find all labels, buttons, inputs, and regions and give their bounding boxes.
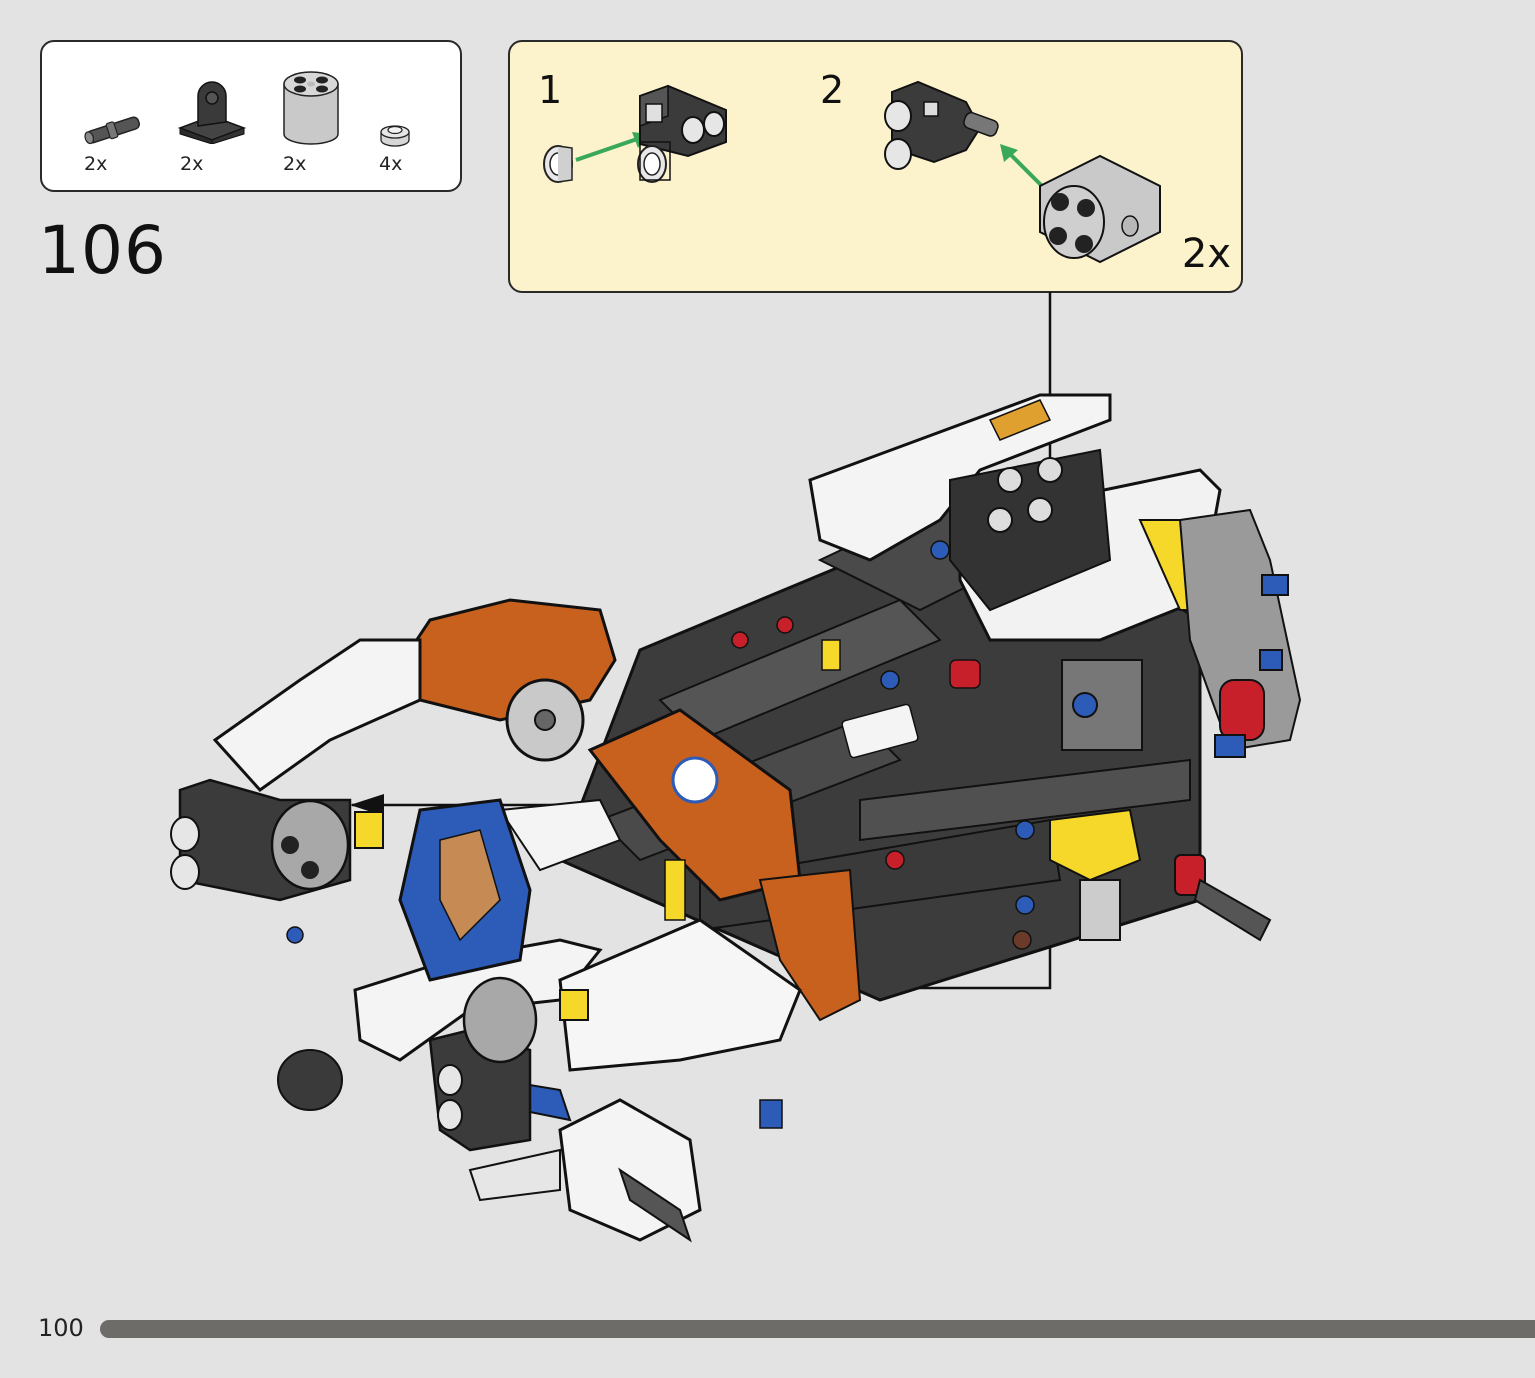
friction-pin-icon (84, 116, 140, 145)
engine-assembly-icon (949, 448, 1112, 612)
pointer-arrowhead-icon (350, 794, 384, 816)
part-qty: 2x (283, 153, 307, 175)
front-connector-icon (170, 778, 589, 1152)
yellow-liftarm-icon (1049, 808, 1272, 942)
substep-2-illustration-icon (884, 80, 1161, 264)
pin-details-icon (286, 540, 1035, 1129)
page-number: 100 (38, 1314, 84, 1342)
part-qty: 4x (379, 153, 403, 175)
page-progress-bar (100, 1320, 1535, 1338)
substep-1-illustration-icon (543, 84, 727, 183)
part-qty: 2x (84, 153, 108, 175)
step-number: 106 (38, 212, 167, 289)
substep-1-label: 1 (538, 68, 563, 112)
round-brick-2x2-icon (283, 71, 339, 145)
part-qty: 2x (180, 153, 204, 175)
steering-mechanism-icon (1061, 508, 1302, 758)
wheel-hub-icon (277, 678, 702, 1243)
subassembly-callout: 1 2 2x (508, 40, 1243, 293)
round-plate-1x1-icon (380, 125, 410, 147)
callout-multiplier: 2x (1181, 231, 1231, 277)
parts-list-box: 2x 2x 2x 4x (40, 40, 462, 192)
blue-panel-icon (398, 798, 572, 1122)
pin-connector-plate-icon (177, 81, 247, 144)
substep-2-label: 2 (820, 68, 845, 112)
